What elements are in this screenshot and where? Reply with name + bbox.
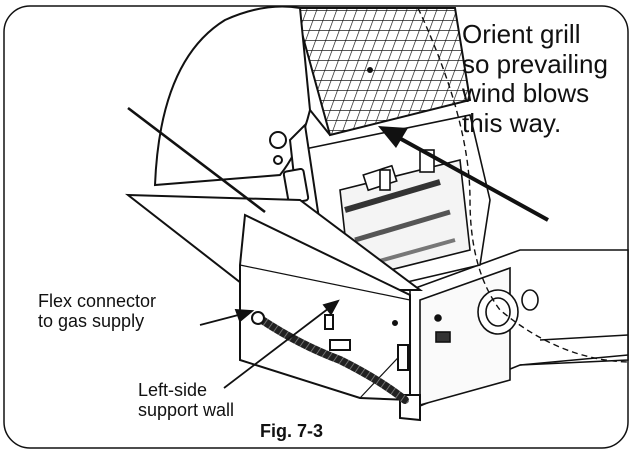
- ignition-badge-icon: [435, 331, 451, 343]
- flex-gas-hose: [251, 311, 409, 404]
- grate-hole-icon: [367, 67, 373, 73]
- support-wall-label: Left-side support wall: [138, 380, 234, 420]
- grill-body: [409, 249, 629, 412]
- figure-border: [3, 5, 629, 449]
- flex-label-line-1: Flex connector: [38, 291, 157, 311]
- leader-lines: [199, 299, 340, 389]
- orient-note-line-2: so prevailing: [462, 48, 608, 79]
- figure-caption: Fig. 7-3: [260, 421, 324, 441]
- cooking-grate: [293, 7, 472, 137]
- lid-latch-icon: [282, 167, 310, 205]
- wind-orientation-note: Orient grill so prevailing wind blows th…: [462, 19, 632, 139]
- wind-entry-line: [127, 106, 266, 214]
- orient-note-line-4: this way.: [462, 107, 562, 138]
- lid-hinge-icon: [269, 131, 287, 149]
- wind-direction-arrow: [378, 126, 549, 222]
- orient-note-line-3: wind blows: [462, 78, 590, 109]
- flex-label-line-2: to gas supply: [38, 311, 145, 332]
- orient-note-line-1: Orient grill: [462, 19, 581, 49]
- hose-fitting-icon: [251, 311, 265, 325]
- flex-connector-label: Flex connector to gas supply: [38, 291, 156, 331]
- cutaway-line: [417, 7, 629, 363]
- wall-label-line-2: support wall: [138, 400, 235, 421]
- wall-label-line-1: Left-side: [138, 380, 208, 400]
